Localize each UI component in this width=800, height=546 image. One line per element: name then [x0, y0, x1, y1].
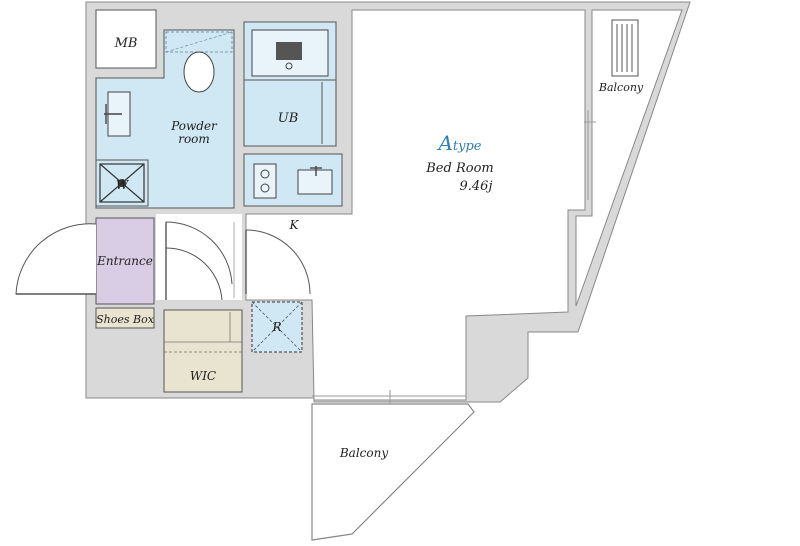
bedroom-size: 9.46j: [460, 179, 493, 194]
hall-door-swing: [165, 247, 223, 301]
hallway-floor: [156, 214, 242, 300]
walk-in-closet: [163, 309, 243, 393]
type-label: Atype: [436, 131, 481, 155]
front-door-swing: [15, 223, 97, 295]
powder-room-label-line2: room: [178, 132, 210, 146]
stove-burner-icon: [253, 163, 277, 199]
shoes-box-label: Shoes Box: [96, 313, 155, 326]
bedroom-floor: [245, 9, 586, 401]
ub-label: UB: [278, 111, 299, 126]
balcony-bottom-label: Balcony: [339, 446, 388, 460]
type-prefix: A: [436, 131, 452, 155]
bedroom-door-swing: [245, 229, 311, 295]
shoes-box: [95, 307, 155, 329]
balcony-right-label: Balcony: [598, 81, 644, 94]
refrigerator-label: R: [271, 320, 281, 334]
ac-outdoor-unit-icon: [611, 19, 639, 77]
mb-label: MB: [114, 36, 138, 51]
toilet-icon: [183, 51, 215, 93]
wic-label: WIC: [190, 369, 216, 383]
balcony-right-floor: [575, 9, 683, 307]
entrance-floor: [95, 217, 155, 305]
powder-door-swing: [165, 221, 233, 285]
mb-closet: [95, 9, 157, 69]
washer-label: W: [116, 178, 130, 192]
balcony-bottom-floor: [311, 403, 475, 541]
bath-drain-icon: [276, 42, 302, 70]
bedroom-label: Bed Room: [425, 161, 493, 176]
kitchen-label: K: [289, 218, 300, 232]
type-suffix: type: [453, 139, 482, 154]
washer-drain-icon: [99, 163, 145, 203]
powder-room-label-line1: Powder: [170, 119, 218, 133]
entrance-label: Entrance: [96, 254, 153, 268]
kitchen-sink-icon: [297, 166, 333, 195]
